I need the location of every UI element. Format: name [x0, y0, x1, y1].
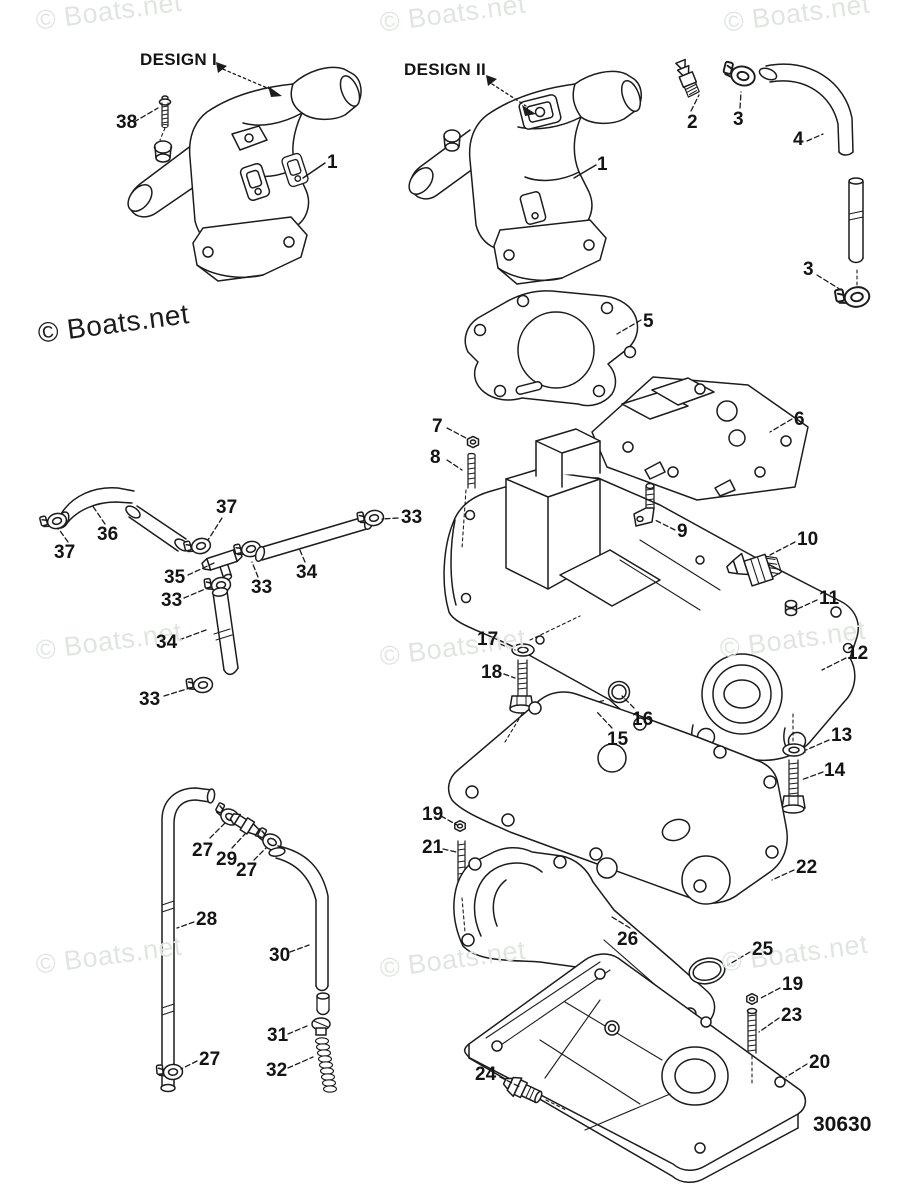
- assembly-alignment-lines: [159, 127, 858, 1111]
- stud-8-drawing: [467, 452, 476, 489]
- hose-4-lower-drawing: [848, 177, 864, 264]
- design-callout-arrows: [216, 62, 536, 116]
- base-plate-20-drawing: [463, 953, 807, 1183]
- hose-assembly-33-37-drawing: [38, 487, 386, 696]
- washer-13-drawing: [782, 743, 806, 757]
- bolt-38-drawing: [158, 95, 172, 128]
- gasket-5-drawing: [464, 290, 639, 407]
- clamp-3b-drawing: [833, 283, 872, 312]
- plug-31-drawing: [311, 1017, 331, 1036]
- part-1-leaders: [302, 162, 597, 179]
- leader-lines: [57, 91, 847, 1088]
- nut-19b-drawing: [746, 992, 758, 1006]
- clamp-3a-drawing: [720, 60, 758, 89]
- hose-assembly-27-32-drawing: [155, 787, 338, 1093]
- exhaust-manifold-12-drawing: [443, 428, 859, 761]
- oring-16-drawing: [607, 680, 631, 704]
- hose-4-drawing: [758, 63, 854, 156]
- fitting-2-drawing: [675, 58, 700, 98]
- plate-6-drawing: [591, 376, 809, 501]
- plug-11-drawing: [784, 599, 798, 617]
- oring-25-drawing: [688, 957, 726, 985]
- fitting-10-drawing: [726, 552, 782, 587]
- bolt-14-drawing: [781, 759, 806, 814]
- fitting-24-drawing: [502, 1076, 543, 1104]
- design-2-adapter-drawing: [408, 70, 642, 285]
- spring-32-drawing: [314, 1037, 338, 1093]
- nut-7-drawing: [466, 435, 480, 449]
- gasket-22-drawing: [447, 691, 788, 905]
- bolt-23-drawing: [746, 1007, 758, 1054]
- design-1-adapter-drawing: [127, 66, 362, 282]
- figure-number: 30630: [813, 1113, 872, 1136]
- elbow-9-drawing: [633, 482, 655, 527]
- nut-19a-drawing: [454, 819, 466, 833]
